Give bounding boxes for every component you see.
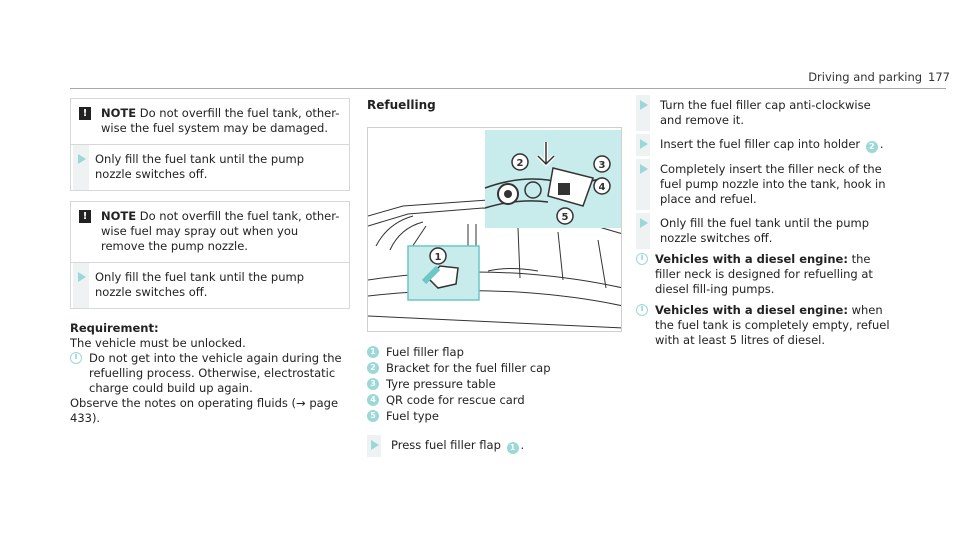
left-column: ! NOTE Do not overfill the fuel tank, ot…: [70, 98, 350, 426]
page-number: 177: [928, 70, 950, 84]
right-column: Turn the fuel filler cap anti-clockwise …: [636, 95, 891, 348]
info-bold: Vehicles with a diesel engine:: [655, 252, 848, 266]
step-arrow-icon: [640, 218, 648, 228]
step-arrow-icon: [640, 164, 648, 174]
step-item: Turn the fuel filler cap anti-clockwise …: [636, 95, 891, 131]
step-text: Only fill the fuel tank until the pump n…: [660, 216, 869, 245]
info-text: Do not get into the vehicle again during…: [89, 351, 342, 395]
info-text: when the fuel tank is completely empty, …: [655, 303, 890, 347]
info-icon: i: [636, 304, 648, 316]
figure-legend: 1 Fuel filler flap 2 Bracket for the fuel …: [367, 345, 622, 424]
legend-text: Bracket for the fuel filler cap: [386, 361, 551, 375]
info-text: the filler neck is designed for refuelli…: [655, 252, 873, 296]
step-text: Press fuel filler flap: [391, 438, 501, 452]
note-box-2: ! NOTE Do not overfill the fuel tank, ot…: [70, 201, 350, 309]
step-item: Insert the fuel filler cap into holder 2…: [636, 134, 891, 156]
legend-text: Fuel filler flap: [386, 345, 464, 359]
svg-text:3: 3: [599, 160, 606, 171]
note-text: Do not overfill the fuel tank, other-wis…: [101, 209, 340, 253]
step-arrow-icon: [371, 440, 379, 450]
step-text: Completely insert the filler neck of the…: [660, 162, 886, 206]
info-icon: i: [636, 253, 648, 265]
callout-number: 1: [506, 442, 519, 454]
note-box-1: ! NOTE Do not overfill the fuel tank, ot…: [70, 98, 350, 191]
section-title: Driving and parking: [808, 70, 923, 84]
header-rule: [70, 88, 946, 89]
callout-number: 1: [367, 346, 379, 358]
legend-item: 4 QR code for rescue card: [367, 393, 622, 408]
info-row: i Vehicles with a diesel engine: the fil…: [636, 252, 891, 297]
note-label: NOTE: [101, 106, 137, 120]
step-arrow-icon: [78, 154, 86, 164]
callout-number: 3: [367, 378, 379, 390]
callout-number: 2: [865, 141, 878, 153]
legend-item: 1 Fuel filler flap: [367, 345, 622, 360]
step-text: Insert the fuel filler cap into holder: [660, 137, 861, 151]
section-heading: Refuelling: [367, 98, 436, 112]
legend-item: 3 Tyre pressure table: [367, 377, 622, 392]
step-end: .: [879, 137, 884, 151]
press-step: Press fuel filler flap 1.: [367, 435, 622, 457]
step-arrow-icon: [640, 100, 648, 110]
step-arrow-icon: [640, 139, 648, 149]
legend-item: 5 Fuel type: [367, 409, 622, 424]
legend-text: Tyre pressure table: [386, 377, 496, 391]
svg-text:1: 1: [435, 252, 442, 263]
info-row: i Do not get into the vehicle again duri…: [70, 351, 350, 396]
step-item: Completely insert the filler neck of the…: [636, 159, 891, 210]
note-step-text: Only fill the fuel tank until the pump n…: [95, 152, 304, 181]
car-fuel-flap-drawing: 1 2 3 4 5: [368, 130, 621, 329]
page-header: Driving and parking 177: [790, 70, 950, 85]
legend-text: Fuel type: [386, 409, 439, 423]
refuelling-illustration: 1 2 3 4 5: [367, 127, 622, 332]
note-step-text: Only fill the fuel tank until the pump n…: [95, 270, 304, 299]
step-arrow-icon: [78, 272, 86, 282]
step-end: .: [520, 438, 525, 452]
warning-icon: !: [79, 210, 91, 223]
info-bold: Vehicles with a diesel engine:: [655, 303, 848, 317]
step-text: Turn the fuel filler cap anti-clockwise …: [660, 98, 871, 127]
callout-number: 4: [367, 394, 379, 406]
callout-number: 2: [367, 362, 379, 374]
warning-icon: !: [79, 107, 91, 120]
legend-text: QR code for rescue card: [386, 393, 525, 407]
info-icon: i: [70, 352, 82, 364]
svg-text:4: 4: [599, 182, 606, 193]
svg-text:5: 5: [562, 212, 569, 223]
info-row: i Vehicles with a diesel engine: when th…: [636, 303, 891, 348]
callout-number: 5: [367, 410, 379, 422]
observe-text[interactable]: Observe the notes on operating fluids (→…: [70, 396, 339, 425]
note-text: Do not overfill the fuel tank, other-wis…: [101, 106, 340, 135]
middle-column: Refuelling: [367, 98, 622, 457]
step-item: Only fill the fuel tank until the pump n…: [636, 213, 891, 249]
svg-text:2: 2: [517, 158, 524, 169]
requirement-text: The vehicle must be unlocked.: [70, 336, 246, 350]
legend-item: 2 Bracket for the fuel filler cap: [367, 361, 622, 376]
requirement-heading: Requirement:: [70, 321, 159, 335]
note-label: NOTE: [101, 209, 137, 223]
